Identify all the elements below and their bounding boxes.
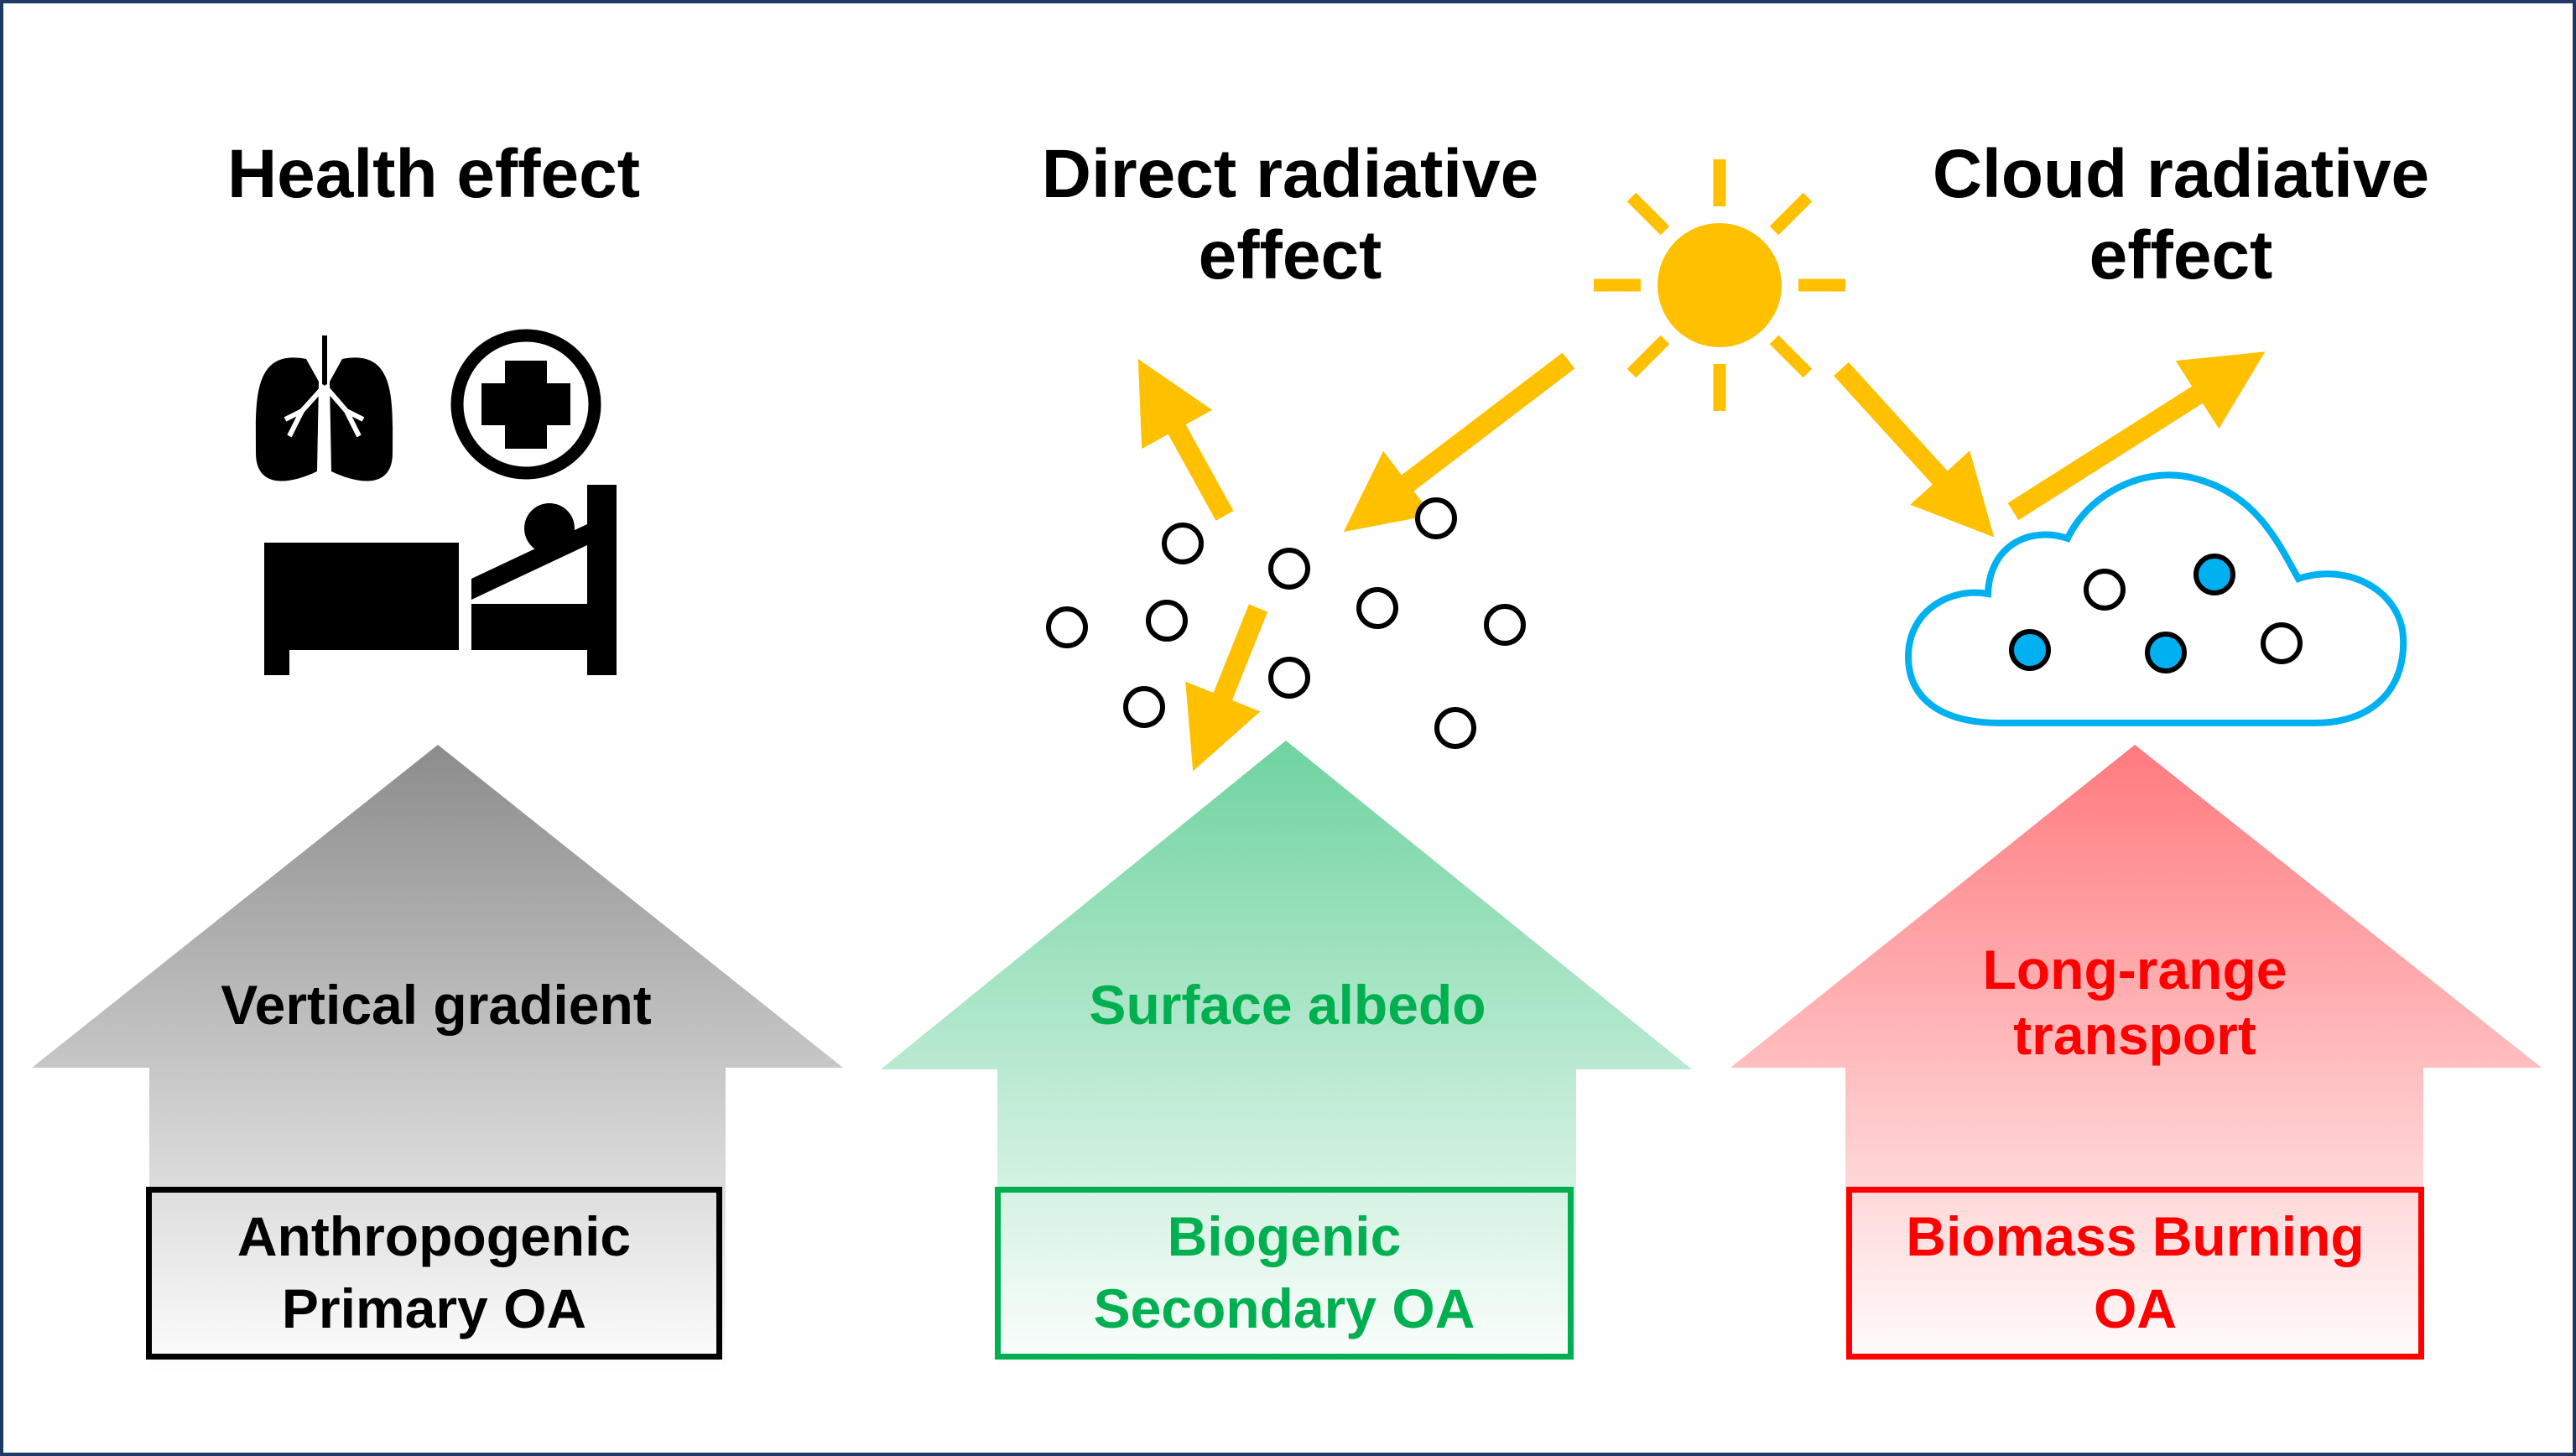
source-line-2: Primary OA [281, 1277, 587, 1339]
anthropogenic-primary-oa-box: Anthropogenic Primary OA [146, 1187, 722, 1360]
source-line-1: Anthropogenic [237, 1205, 632, 1268]
cloud-particles [2009, 554, 2303, 673]
medical-cross-icon [450, 329, 601, 480]
cloud-droplet-icon [2261, 622, 2303, 664]
source-line-2: OA [2094, 1277, 2177, 1339]
scattered-arrow-up [1137, 358, 1234, 521]
direct-radiative-effect-title: Direct radiative effect [1041, 136, 1539, 294]
aerosol-particle-icon [1484, 604, 1526, 646]
aerosol-particle-icon [1268, 548, 1310, 590]
biomass-burning-oa-box: Biomass Burning OA [1846, 1187, 2424, 1360]
source-line-1: Biogenic [1167, 1205, 1402, 1268]
aerosol-particles [1046, 497, 1526, 749]
cloud-droplet-icon [2194, 554, 2235, 595]
aerosol-particle-icon [1162, 523, 1204, 564]
health-effect-title: Health effect [226, 136, 641, 212]
aerosol-particle-icon [1356, 587, 1398, 629]
aerosol-particle-icon [1146, 600, 1188, 642]
green-up-arrow [881, 741, 1692, 1375]
incoming-arrow-to-cloud [1834, 361, 1995, 538]
cloud-droplet-icon [2145, 632, 2187, 673]
cloud-radiative-effect-title: Cloud radiative effect [1932, 136, 2430, 294]
aerosol-particle-icon [1415, 497, 1457, 539]
source-line-2: Secondary OA [1093, 1277, 1475, 1339]
biogenic-secondary-oa-box: Biogenic Secondary OA [995, 1187, 1574, 1360]
aerosol-particle-icon [1434, 707, 1476, 749]
long-range-transport-label: Long-range transport [1982, 939, 2287, 1066]
scattered-arrow-down [1185, 604, 1268, 772]
sunlight-arrows [1137, 351, 2266, 772]
surface-albedo-label: Surface albedo [1089, 974, 1486, 1036]
cloud-droplet-icon [2009, 629, 2051, 671]
incoming-arrow-to-aerosol [1343, 352, 1575, 533]
source-line-1: Biomass Burning [1906, 1205, 2365, 1268]
aerosol-particle-icon [1123, 686, 1165, 728]
grey-up-arrow [32, 745, 843, 1375]
aerosol-particle-icon [1046, 606, 1088, 648]
sun-icon [1594, 159, 1845, 411]
lungs-icon [255, 335, 393, 481]
reflected-arrow-from-cloud [2007, 351, 2266, 521]
vertical-gradient-label: Vertical gradient [221, 974, 652, 1036]
hospital-bed-icon [264, 485, 617, 675]
red-up-arrow [1730, 745, 2542, 1375]
cloud-droplet-icon [2084, 569, 2126, 611]
aerosol-particle-icon [1268, 657, 1310, 699]
